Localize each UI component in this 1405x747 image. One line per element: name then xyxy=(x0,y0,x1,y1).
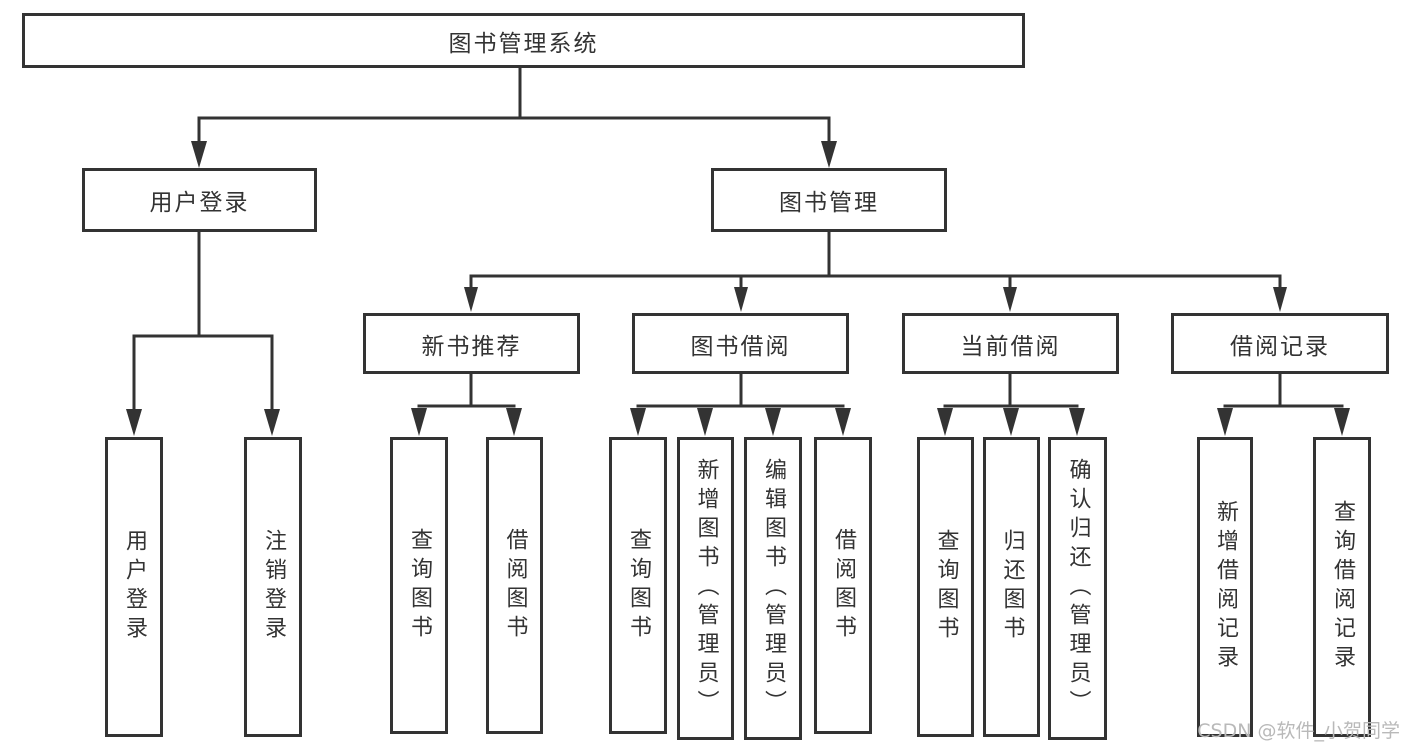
leaf-logout-label: 注销登录 xyxy=(261,529,286,645)
connector-root-to-level2 xyxy=(197,68,831,144)
leaf-edit-book-admin: 编辑图书（管理员） xyxy=(744,437,802,740)
leaf-add-borrow-record: 新增借阅记录 xyxy=(1197,437,1253,737)
arrowhead xyxy=(697,408,713,436)
leaf-confirm-return-admin-label: 确认归还（管理员） xyxy=(1065,458,1091,719)
node-book-management-label: 图书管理 xyxy=(779,190,879,216)
node-book-management: 图书管理 xyxy=(711,168,947,232)
node-borrow-record-label: 借阅记录 xyxy=(1230,333,1330,360)
leaf-user-login: 用户登录 xyxy=(105,437,163,737)
leaf-query-book-2: 查询图书 xyxy=(609,437,667,734)
leaf-edit-book-admin-label: 编辑图书（管理员） xyxy=(761,458,786,719)
arrowhead xyxy=(264,409,280,436)
leaf-query-book-3: 查询图书 xyxy=(917,437,974,737)
leaf-return-book: 归还图书 xyxy=(983,437,1040,737)
arrowhead xyxy=(1069,408,1085,436)
leaf-return-book-label: 归还图书 xyxy=(999,529,1025,645)
arrowhead xyxy=(191,141,207,168)
leaf-borrow-book-1-label: 借阅图书 xyxy=(502,527,528,644)
leaf-query-book-3-label: 查询图书 xyxy=(933,529,959,645)
arrowhead xyxy=(1217,408,1233,436)
node-user-login-label: 用户登录 xyxy=(149,190,250,216)
arrowhead xyxy=(765,408,781,436)
node-borrow-record: 借阅记录 xyxy=(1171,313,1389,374)
node-book-borrow-label: 图书借阅 xyxy=(690,333,791,360)
leaf-query-book-2-label: 查询图书 xyxy=(626,527,651,644)
node-root-system: 图书管理系统 xyxy=(22,13,1025,68)
leaf-logout: 注销登录 xyxy=(244,437,302,737)
leaf-add-borrow-record-label: 新增借阅记录 xyxy=(1213,500,1238,674)
leaf-add-book-admin-label: 新增图书（管理员） xyxy=(693,458,719,719)
leaf-confirm-return-admin: 确认归还（管理员） xyxy=(1048,437,1107,740)
arrowhead xyxy=(1273,287,1287,312)
arrowhead xyxy=(464,287,478,312)
node-user-login: 用户登录 xyxy=(82,168,317,232)
node-new-book-recommend-label: 新书推荐 xyxy=(421,333,522,360)
node-book-borrow: 图书借阅 xyxy=(632,313,849,374)
arrowhead xyxy=(411,408,427,436)
leaf-query-book-1-label: 查询图书 xyxy=(407,527,432,644)
leaf-borrow-book-1: 借阅图书 xyxy=(486,437,543,734)
arrowhead xyxy=(126,409,142,436)
leaf-add-book-admin: 新增图书（管理员） xyxy=(677,437,734,740)
arrowhead xyxy=(821,141,837,168)
leaf-user-login-label: 用户登录 xyxy=(122,529,147,645)
leaf-borrow-book-2: 借阅图书 xyxy=(814,437,872,734)
arrowhead xyxy=(734,287,748,312)
csdn-watermark: CSDN @软件_小贺同学 xyxy=(1197,720,1400,742)
leaf-query-borrow-record: 查询借阅记录 xyxy=(1313,437,1371,737)
arrowhead xyxy=(937,408,953,436)
arrowhead xyxy=(630,408,646,436)
arrowhead xyxy=(835,408,851,436)
connector-level3-to-leaves xyxy=(417,374,1344,408)
arrowhead xyxy=(1003,408,1019,436)
connector-bookmgmt-to-level3 xyxy=(469,232,1282,290)
connector-userlogin-to-children xyxy=(132,232,274,412)
node-root-system-label: 图书管理系统 xyxy=(448,30,599,57)
leaf-query-borrow-record-label: 查询借阅记录 xyxy=(1330,500,1355,674)
arrowhead xyxy=(1003,287,1017,312)
leaf-query-book-1: 查询图书 xyxy=(390,437,448,734)
node-current-borrow: 当前借阅 xyxy=(902,313,1119,374)
arrowhead xyxy=(1334,408,1350,436)
leaf-borrow-book-2-label: 借阅图书 xyxy=(831,527,856,644)
node-new-book-recommend: 新书推荐 xyxy=(363,313,580,374)
arrowhead xyxy=(506,408,522,436)
node-current-borrow-label: 当前借阅 xyxy=(960,333,1061,360)
